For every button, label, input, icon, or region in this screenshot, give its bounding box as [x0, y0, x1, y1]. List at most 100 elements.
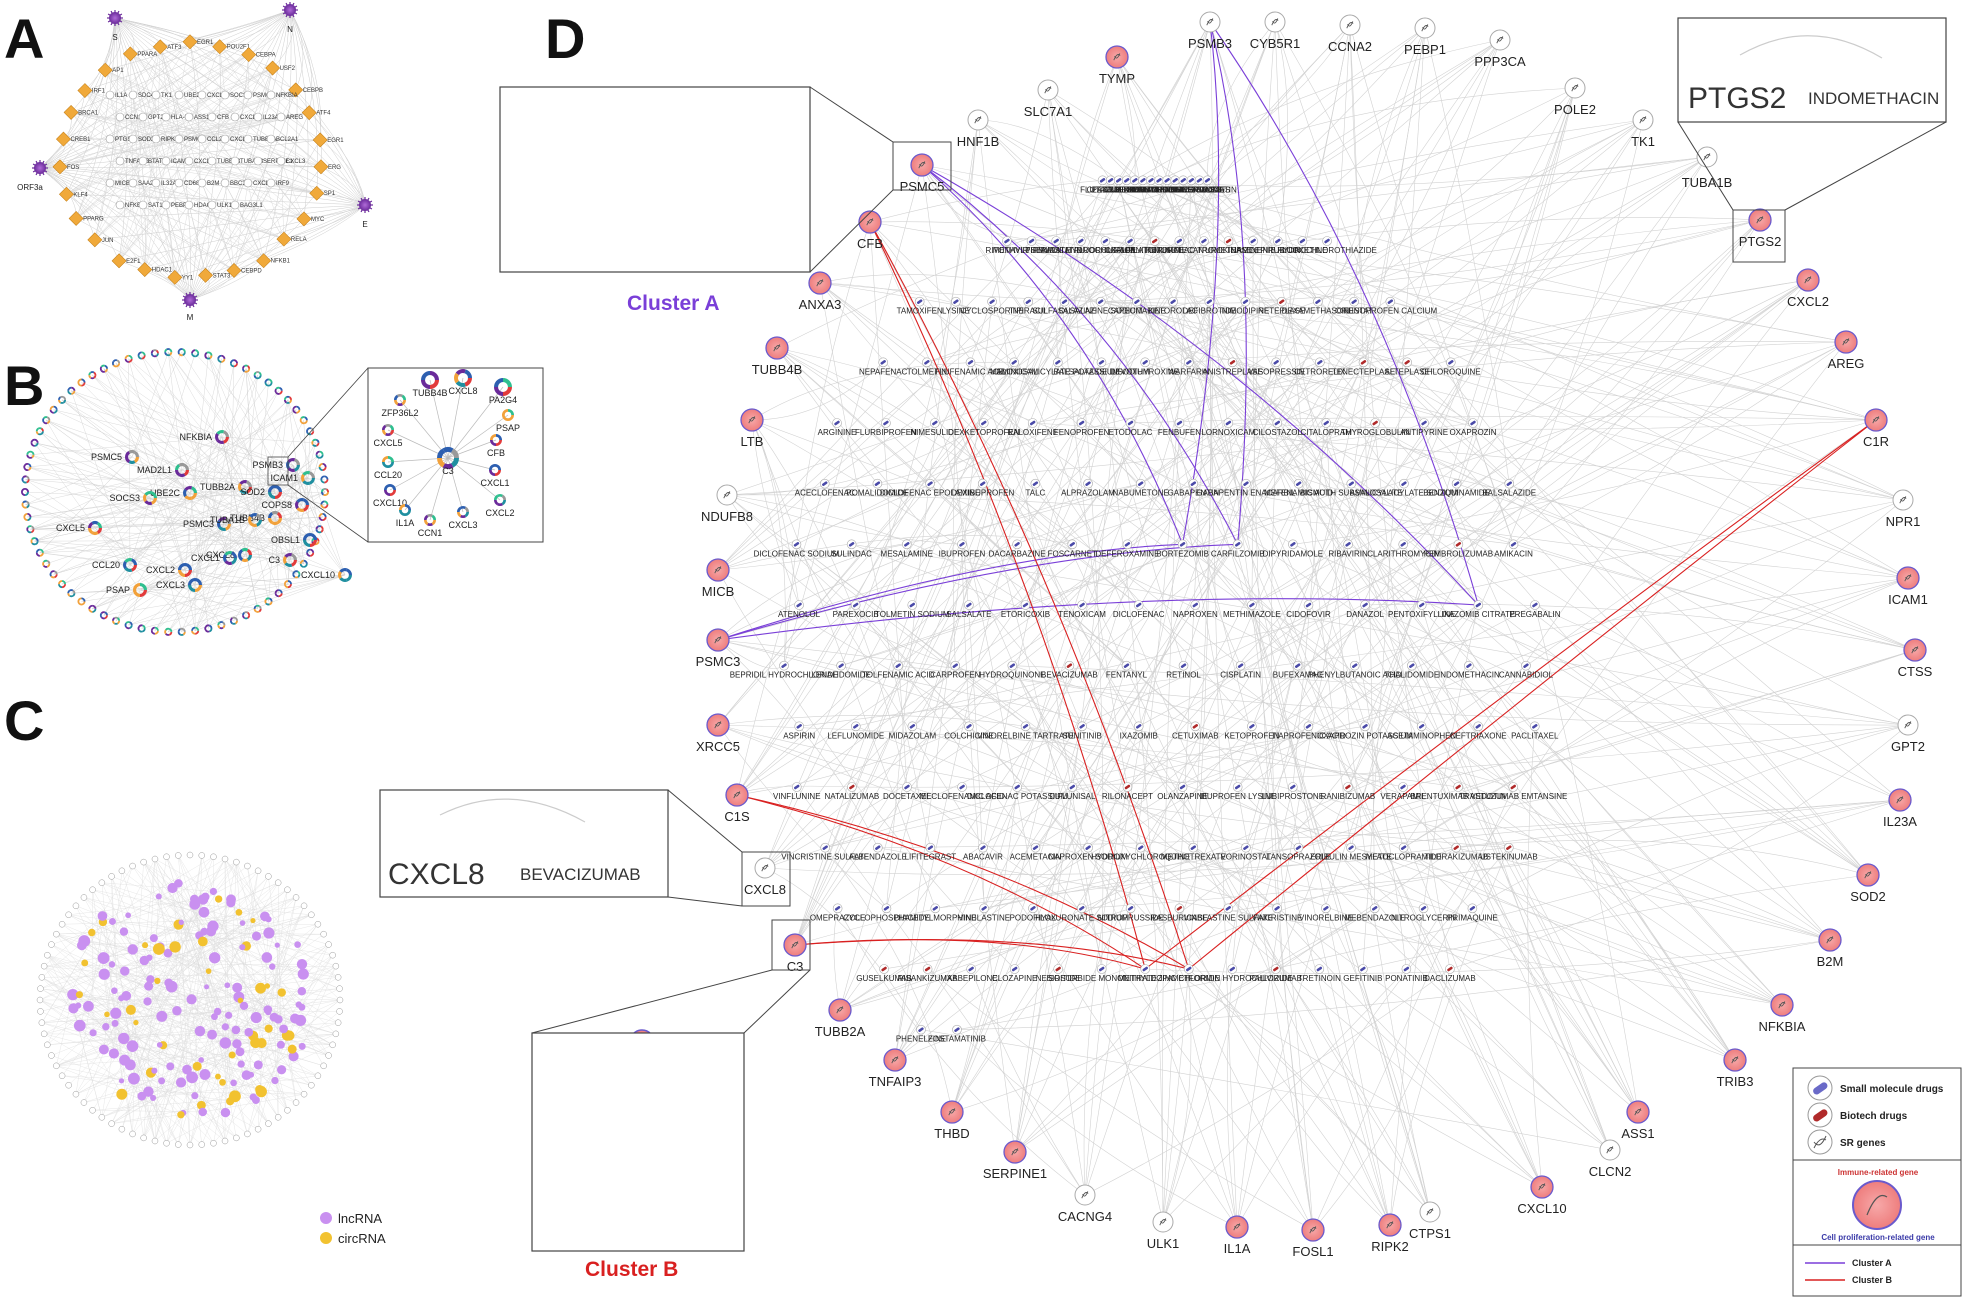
edge [1274, 21, 1288, 242]
edge [268, 889, 288, 1029]
pill-icon [968, 966, 974, 972]
edge [783, 39, 1501, 666]
edge [1175, 180, 1909, 579]
viral-label: S [112, 33, 117, 42]
tf-label: PPARG [83, 216, 104, 222]
edge [894, 362, 1364, 1061]
pill-icon [904, 784, 910, 790]
edge [244, 486, 269, 602]
edge [1031, 119, 1644, 242]
lncrna-legend-swatch [320, 1212, 332, 1224]
gene-label: HNF1B [957, 134, 1000, 149]
circrna-node [264, 1024, 273, 1033]
edge [906, 786, 1543, 1188]
drug-node-lysine: LYSINE [942, 296, 970, 316]
edge [921, 164, 1008, 242]
edge [1317, 301, 1869, 876]
gene-label: BCL2A1 [276, 137, 299, 143]
ring-node [306, 548, 315, 557]
gene-label: CFB [217, 115, 229, 121]
pill-icon [1025, 299, 1031, 304]
edge [84, 9, 291, 91]
gene-node-serpine1: SERPINE1 [983, 1140, 1047, 1181]
drug-node-mefenamic-acid: MEFENAMIC ACID [1264, 478, 1333, 498]
edge [1069, 665, 1543, 1188]
edge [59, 138, 111, 167]
pill-icon [1475, 724, 1481, 729]
lncrna-node [156, 1010, 168, 1022]
edge [130, 9, 291, 55]
c-gene-node [53, 1062, 60, 1070]
edge [1081, 422, 1639, 1113]
edge [109, 182, 304, 220]
b-node-cops8: COPS8 [261, 498, 309, 513]
edge [956, 939, 1831, 1030]
edge [898, 665, 1909, 726]
edge [103, 870, 123, 1050]
edge [955, 301, 1391, 1226]
drug-node-docetaxel: DOCETAXEL [883, 782, 931, 801]
drug-node-diflunisal: DIFLUNISAL [1049, 782, 1096, 801]
drug-node-diclofenac: DICLOFENAC [1113, 600, 1165, 619]
drug-label: ANISTREPLASE [1202, 367, 1262, 376]
drug-node-carfilzomib: CARFILZOMIB [1211, 539, 1265, 558]
gene-node-cxcl10: CXCL10 [1517, 1175, 1567, 1216]
drug-label: DACLIZUMAB [1424, 974, 1476, 983]
edge [245, 368, 346, 576]
drug-node-ketoprofen: KETOPROFEN [1224, 721, 1280, 740]
edge [154, 931, 205, 1142]
dna-icon [1778, 1001, 1786, 1009]
ring-node [49, 405, 58, 414]
b-node-label: TUBB2A [200, 482, 235, 492]
edge [178, 182, 285, 240]
edge [717, 422, 984, 726]
edge [83, 897, 257, 937]
drug-label: TENOXICAM [1058, 610, 1106, 619]
panel-d-legend: Small molecule drugs Biotech drugs SR ge… [1792, 1067, 1962, 1297]
c-gene-node [325, 1052, 332, 1059]
edge [717, 483, 1141, 641]
ring-node [264, 378, 273, 387]
tf-label: ATF4 [316, 111, 331, 117]
drug-label: PENCICLOVIR [1092, 185, 1146, 194]
circrna-node [235, 908, 243, 916]
c-gene-node [58, 1072, 66, 1080]
edge [47, 955, 162, 1017]
edge [1390, 301, 1869, 876]
ring-node [42, 416, 51, 425]
edge [1245, 219, 1761, 302]
edge [114, 17, 321, 141]
gene-node: GPT2 [138, 112, 164, 122]
edge [877, 279, 1809, 484]
edge [717, 240, 1032, 571]
drug-label: OLSALAZINE SODIUM [1059, 307, 1143, 316]
edge [189, 41, 226, 96]
edge [1403, 577, 1909, 848]
lncrna-node [201, 892, 210, 902]
lncrna-node [269, 1012, 279, 1022]
edge [178, 41, 191, 96]
gene-label: SOCS3 [230, 93, 251, 99]
pill-icon [1176, 420, 1183, 426]
edge [213, 1097, 254, 1144]
drug-node-primaquine: PRIMAQUINE [1447, 903, 1498, 922]
drug-node-arginine: ARGININE [818, 418, 856, 437]
edge [114, 17, 273, 69]
edge [1014, 362, 1277, 1153]
edge [1047, 89, 1128, 788]
dna-icon [1899, 496, 1907, 504]
b-node-label: PSAP [106, 585, 130, 595]
drug-label: IXAZOMIB [1120, 731, 1158, 740]
tf-label: IRF1 [92, 89, 106, 95]
drug-node-mebendazole: MEBENDAZOLE [1344, 903, 1405, 922]
edge [1403, 279, 1809, 848]
pill-icon [1055, 360, 1061, 365]
drug-label: BEVACIZUMAB [1041, 671, 1098, 680]
ring-node [217, 621, 226, 630]
edge [776, 347, 1083, 727]
edge [25, 479, 96, 529]
pill-icon [1127, 238, 1133, 244]
drug-node-urokinase: UROKINASE [1205, 236, 1252, 255]
pill-icon [1176, 238, 1183, 244]
tf-label: RELA [291, 237, 307, 243]
